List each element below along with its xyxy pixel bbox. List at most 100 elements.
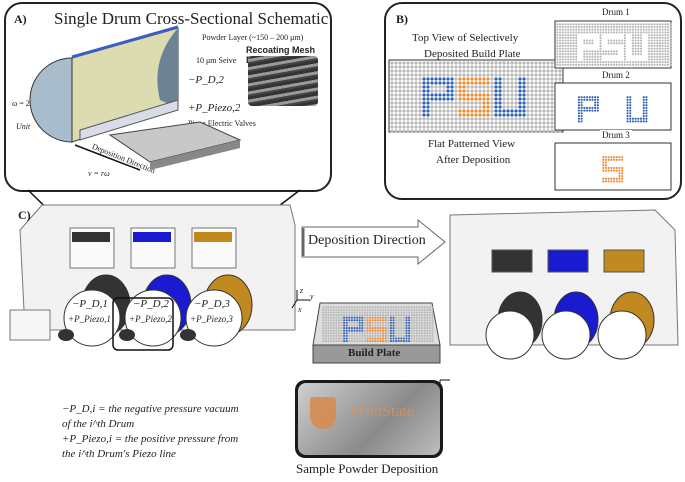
grid-dot xyxy=(575,61,578,64)
grid-dot xyxy=(414,81,418,85)
grid-dot xyxy=(426,306,429,309)
grid-dot xyxy=(340,319,343,322)
grid-dot xyxy=(421,308,424,311)
grid-dot xyxy=(634,63,637,66)
grid-dot xyxy=(418,61,422,65)
grid-dot xyxy=(577,25,581,29)
grid-dot xyxy=(653,47,656,50)
grid-dot xyxy=(656,23,659,26)
grid-dot xyxy=(356,337,359,340)
grid-dot xyxy=(384,311,387,314)
grid-dot xyxy=(656,50,659,53)
grid-dot xyxy=(594,63,597,66)
powder-layer-label: Powder Layer (~150 – 200 μm) xyxy=(202,33,304,42)
grid-dot xyxy=(530,65,534,69)
grid-dot xyxy=(337,324,340,327)
grid-dot xyxy=(394,65,398,69)
grid-dot xyxy=(510,117,514,121)
grid-dot xyxy=(470,109,474,113)
grid-dot xyxy=(556,42,559,45)
grid-dot xyxy=(502,61,506,65)
grid-dot xyxy=(642,25,645,29)
grid-dot xyxy=(446,125,450,129)
grid-dot xyxy=(322,327,325,330)
grid-dot xyxy=(530,105,534,109)
grid-dot xyxy=(542,117,546,121)
grid-dot xyxy=(434,81,438,85)
grid-dot xyxy=(450,81,454,85)
grid-dot xyxy=(345,308,348,311)
grid-dot xyxy=(398,85,402,89)
grid-dot xyxy=(631,117,635,120)
grid-dot xyxy=(382,332,385,335)
grid-dot xyxy=(410,93,414,97)
grid-dot xyxy=(631,42,635,45)
grid-dot xyxy=(363,334,366,337)
grid-dot xyxy=(413,316,416,319)
grid-dot xyxy=(653,23,656,26)
grid-dot xyxy=(658,25,662,29)
grid-dot xyxy=(618,172,621,175)
grid-dot xyxy=(402,334,405,337)
grid-dot xyxy=(604,156,608,159)
grid-dot xyxy=(454,73,458,77)
grid-dot xyxy=(450,113,454,117)
grid-dot xyxy=(470,117,474,121)
grid-dot xyxy=(421,311,424,314)
grid-dot xyxy=(389,314,392,317)
grid-dot xyxy=(450,121,454,125)
grid-dot xyxy=(434,121,438,125)
grid-dot xyxy=(332,316,335,319)
grid-dot xyxy=(392,308,395,311)
grid-dot xyxy=(490,117,494,121)
grid-dot xyxy=(599,47,602,50)
grid-dot xyxy=(376,327,379,330)
grid-dot xyxy=(558,69,562,73)
grid-dot xyxy=(410,101,414,105)
grid-dot xyxy=(642,120,645,123)
grid-dot xyxy=(454,65,458,69)
grid-dot xyxy=(374,314,377,317)
grid-dot xyxy=(637,44,640,48)
grid-dot xyxy=(361,321,364,324)
grid-dot xyxy=(518,77,522,81)
grid-dot xyxy=(599,44,602,48)
drum-face xyxy=(541,310,591,360)
grid-dot xyxy=(556,28,559,31)
grid-dot xyxy=(337,314,340,317)
grid-dot xyxy=(384,329,387,332)
grid-dot xyxy=(345,324,348,327)
grid-dot xyxy=(588,109,591,112)
grid-dot xyxy=(615,23,618,26)
grid-dot xyxy=(656,42,659,45)
grid-dot xyxy=(400,308,403,311)
grid-dot xyxy=(442,85,446,89)
grid-dot xyxy=(550,125,554,129)
grid-dot xyxy=(324,319,327,322)
grid-dot xyxy=(530,93,534,97)
grid-dot xyxy=(656,47,659,50)
grid-dot xyxy=(567,42,570,45)
grid-dot xyxy=(550,85,554,89)
grid-dot xyxy=(546,109,550,113)
grid-dot xyxy=(494,109,498,113)
grid-dot xyxy=(356,329,359,332)
grid-dot xyxy=(645,109,648,112)
grid-dot xyxy=(392,321,395,324)
grid-dot xyxy=(421,334,424,337)
grid-dot xyxy=(575,58,578,61)
grid-dot xyxy=(502,73,506,77)
grid-dot xyxy=(645,28,648,31)
grid-dot xyxy=(402,109,406,113)
grid-dot xyxy=(408,316,411,319)
grid-dot xyxy=(458,89,462,93)
grid-dot xyxy=(642,63,645,66)
grid-dot xyxy=(428,327,431,330)
grid-dot xyxy=(585,52,589,56)
powder-reservoir xyxy=(133,232,171,242)
grid-dot xyxy=(371,327,374,330)
grid-dot xyxy=(637,31,640,34)
grid-dot xyxy=(438,101,442,105)
grid-dot xyxy=(612,158,616,161)
grid-dot xyxy=(345,327,348,330)
